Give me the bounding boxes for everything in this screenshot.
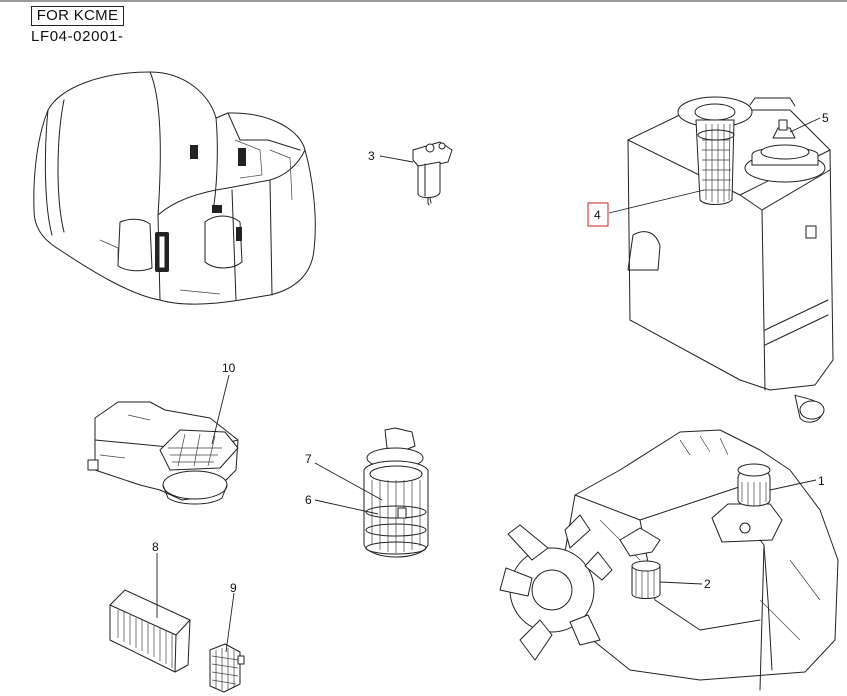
air-cleaner-top-illustration [87,401,239,505]
model-tag-box: FOR KCME [31,6,124,26]
machine-canopy-illustration [33,71,316,305]
part-code-label: LF04-02001- [31,28,124,45]
callout-7: 7 [305,452,312,466]
fuel-tank-illustration [627,96,834,423]
callout-8: 8 [152,540,159,554]
callout-4: 4 [594,208,601,222]
engine-illustration [499,429,839,691]
fuel-filter-illustration [412,141,453,206]
callout-10: 10 [222,361,236,375]
top-border-line [0,0,847,2]
panel-filter-illustration [109,589,191,673]
callout-4-highlight-box [587,202,609,227]
callout-1: 1 [818,474,825,488]
callout-5: 5 [822,111,829,125]
callout-6: 6 [305,493,312,507]
callout-3: 3 [368,149,375,163]
air-cleaner-element-illustration [363,427,429,558]
callout-2: 2 [704,577,711,591]
screen-illustration [209,643,245,693]
callout-9: 9 [230,581,237,595]
leader-lines [156,117,821,653]
